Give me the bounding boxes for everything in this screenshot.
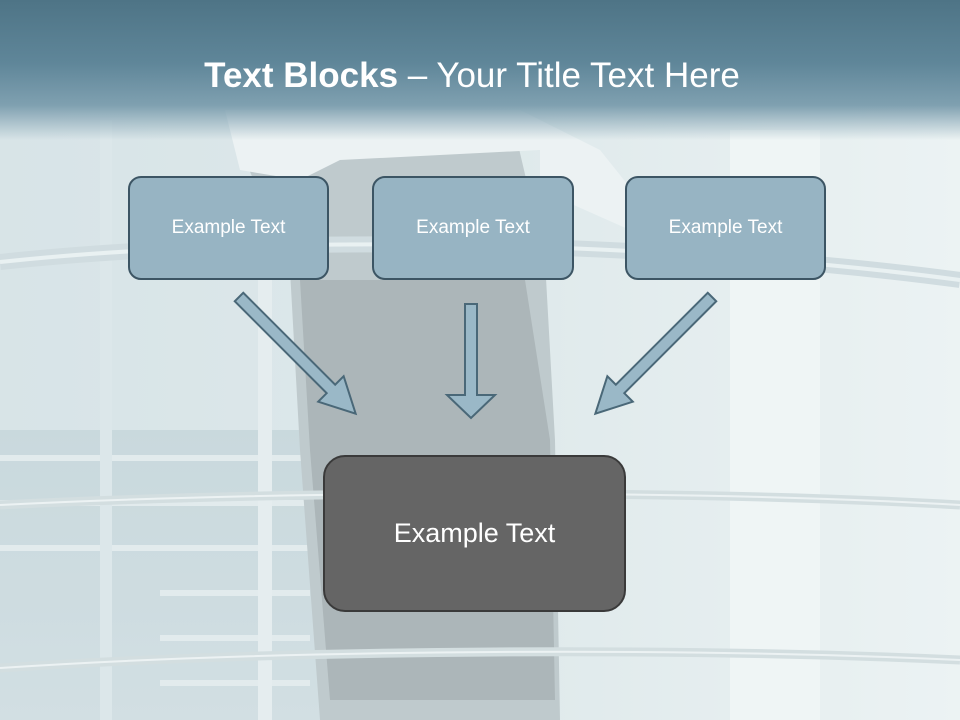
arrow-center-down	[444, 303, 498, 420]
slide-title-rest: Your Title Text Here	[436, 56, 740, 95]
text-block-left: Example Text	[128, 176, 329, 280]
text-block-right-label: Example Text	[668, 217, 783, 238]
slide-title: Text Blocks – Your Title Text Here	[0, 54, 944, 98]
text-block-middle-label: Example Text	[416, 217, 530, 238]
slide-title-bold: Text Blocks	[204, 56, 399, 95]
center-text-block-label: Example Text	[393, 518, 556, 548]
center-text-block: Example Text	[323, 455, 626, 612]
text-block-middle: Example Text	[372, 176, 574, 280]
arrow-left-diagonal	[233, 291, 358, 416]
text-block-left-label: Example Text	[171, 217, 286, 238]
slide-title-dash: –	[398, 56, 437, 95]
title-band	[0, 0, 960, 140]
text-block-right: Example Text	[625, 176, 826, 280]
arrow-right-diagonal	[593, 291, 718, 416]
